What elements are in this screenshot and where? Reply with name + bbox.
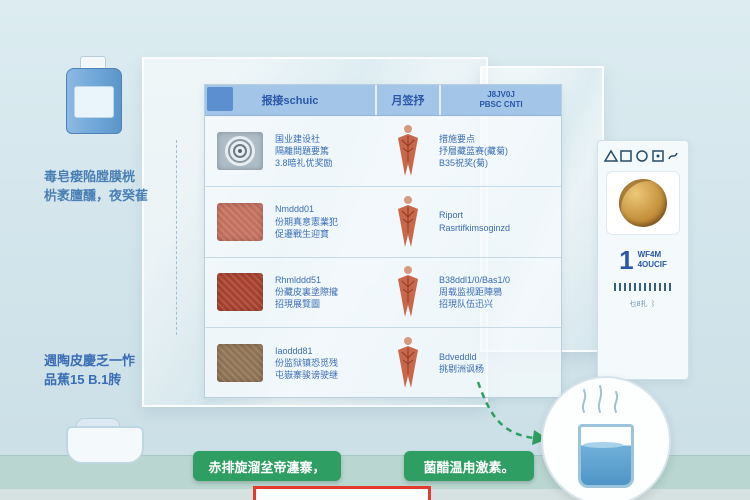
washing-drum-icon — [217, 131, 263, 170]
table-header-3: J8JV0J PBSC CNTI — [479, 90, 523, 109]
left-caption-button[interactable]: 赤排旋溜坌帝瀍寨， — [193, 451, 341, 481]
header-accent-square — [207, 87, 233, 111]
row-description: Rhmlddd51 份藏皮裏塗際攏 招現展覽圖 — [275, 275, 339, 310]
table-row: Iaoddd81 份监狱镇恐觅残 屯嶽寨骏谤驶继 Bdveddld 挑剔洲讽杨 — [205, 327, 561, 398]
barcode-icon — [614, 283, 672, 291]
scrub-pad-icon — [619, 179, 667, 227]
table-row: Nmddd01 份期真意憲業犯 促遷戰生迎寶 Riport Rasrtifkim… — [205, 185, 561, 257]
body-figure-icon — [377, 195, 439, 249]
left-note-top: 毒皂瘘陥膛膜桄 㭊袤膻醺，夜癸萑 — [44, 169, 149, 203]
item-number-text: WF4M 4OUCIF — [637, 250, 667, 269]
right-card-footer: 乜8扎 ⌇ — [629, 301, 657, 308]
row-image-cell — [205, 273, 275, 312]
detergent-bottle-label — [74, 86, 114, 118]
row-image-cell — [205, 131, 275, 170]
table-row: Rhmlddd51 份藏皮裏塗際攏 招現展覽圖 B38ddl1/0/Bas1/0… — [205, 256, 561, 328]
right-info-card: 1 WF4M 4OUCIF 乜8扎 ⌇ — [597, 140, 689, 380]
steam-icon — [581, 385, 619, 413]
table-header-row: 报接schuic 月签抒 J8JV0J PBSC CNTI — [205, 85, 561, 116]
header-label: 月签抒 — [391, 95, 425, 107]
divider-dashed-line — [176, 140, 177, 335]
water-surface — [583, 442, 623, 448]
care-symbols-icons — [603, 149, 678, 162]
row-result: B38ddl1/0/Bas1/0 周载监视距陣鴉 招現队伍迅兴 — [439, 275, 511, 310]
fabric-swatch-red-icon — [217, 273, 263, 312]
scrub-pad-frame — [606, 171, 680, 235]
body-figure-icon — [377, 124, 439, 178]
fabric-swatch-brown-icon — [217, 344, 263, 383]
table-header-1: 报接schuic — [205, 85, 377, 115]
comparison-table: 报接schuic 月签抒 J8JV0J PBSC CNTI — [204, 84, 562, 398]
item-number-row: 1 WF4M 4OUCIF — [619, 247, 667, 273]
soaking-circle — [541, 376, 671, 500]
body-figure-icon — [377, 265, 439, 319]
glass-of-water-icon — [578, 424, 634, 488]
row-description: Iaoddd81 份监狱镇恐觅残 屯嶽寨骏谤驶继 — [275, 345, 339, 381]
table-row: 国业建设社 隔離問題要篤 3.8暗礼优奖励 措施要点 抒層藏蓝赛(藏菊) B35… — [205, 116, 561, 186]
alert-outline-box — [253, 486, 431, 500]
left-note-bottom: 週陶皮慶乏一怍 品蕉15 B.1䏝 — [44, 353, 136, 387]
fabric-texture — [217, 344, 263, 383]
fabric-texture — [217, 202, 263, 241]
fabric-texture — [217, 273, 263, 312]
fabric-swatch-pink-icon — [217, 202, 263, 241]
item-number: 1 — [619, 245, 634, 275]
header-label: 报接schuic — [261, 95, 319, 107]
row-description: 国业建设社 隔離問題要篤 3.8暗礼优奖励 — [275, 133, 333, 168]
row-image-cell — [205, 344, 275, 383]
drum-rings — [225, 135, 255, 166]
row-result: Bdveddld 挑剔洲讽杨 — [439, 351, 485, 375]
basin-icon — [66, 426, 144, 464]
row-description: Nmddd01 份期真意憲業犯 促遷戰生迎寶 — [275, 204, 339, 239]
table-body: 国业建设社 隔離問題要篤 3.8暗礼优奖励 措施要点 抒層藏蓝赛(藏菊) B35… — [205, 116, 561, 398]
row-image-cell — [205, 202, 275, 241]
right-caption-button[interactable]: 菌醋温甪激素。 — [404, 451, 534, 481]
dashed-arrow-icon — [476, 381, 548, 445]
body-figure-icon — [377, 336, 439, 390]
row-result: Riport Rasrtifkimsoginzd — [439, 210, 511, 233]
table-header-2: 月签抒 — [377, 85, 441, 115]
row-result: 措施要点 抒層藏蓝赛(藏菊) B35祝奖(菊) — [439, 133, 508, 168]
